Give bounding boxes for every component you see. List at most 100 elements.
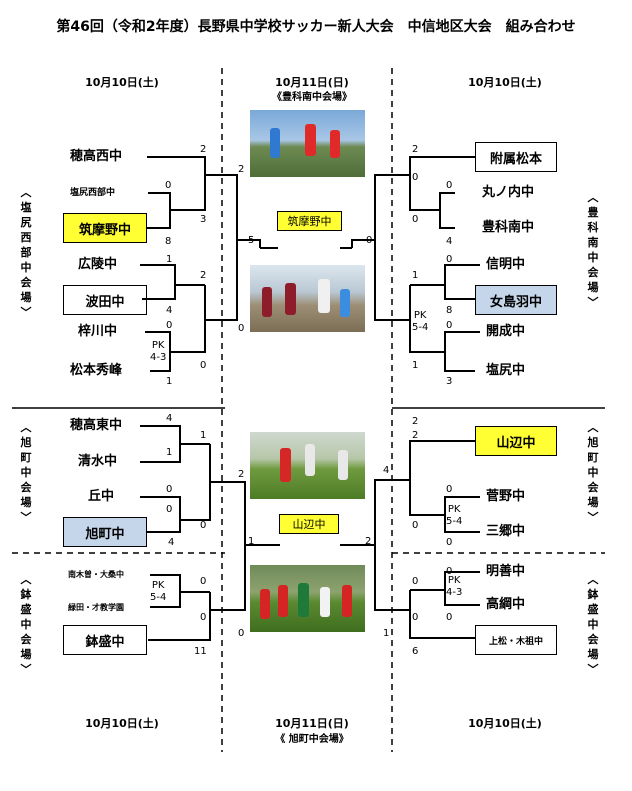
score-left: 5 <box>248 235 255 246</box>
team-right-7: 塩尻中 <box>486 363 526 378</box>
score-left: 1 <box>200 430 207 441</box>
score-right: 0 <box>412 612 419 623</box>
score-left: 0 <box>238 323 245 334</box>
date-bottom-left: 10月10日(土) <box>85 717 159 730</box>
score-right: 4 <box>383 465 390 476</box>
team-right-1: 附属松本 <box>475 142 557 172</box>
score-left: 1 <box>248 536 255 547</box>
date-top-right: 10月10日(土) <box>468 76 542 89</box>
venue-right-middle: ︿旭町中会場﹀ <box>587 421 599 524</box>
team-right-5: 女島羽中 <box>475 285 557 315</box>
score-right: 1 <box>383 628 390 639</box>
score-left: 4 <box>168 537 175 548</box>
score-right: 4 <box>446 236 453 247</box>
score-right: 2 <box>412 416 419 427</box>
team-right-8: 山辺中 <box>475 426 557 456</box>
winner-lower: 山辺中 <box>279 514 339 534</box>
team-right-3: 豊科南中 <box>482 220 535 235</box>
score-left: 4 <box>166 305 173 316</box>
team-left-3: 筑摩野中 <box>63 213 147 243</box>
venue-bottom-center: 《 旭町中会場》 <box>275 734 349 745</box>
score-right: 0 <box>446 180 453 191</box>
venue-left-lower: ︿鉢盛中会場﹀ <box>20 573 32 676</box>
venue-left-upper: ︿塩尻西部中会場﹀ <box>20 186 32 319</box>
score-left: 0 <box>165 180 172 191</box>
score-right: 0 <box>366 235 373 246</box>
score-right: 8 <box>446 305 453 316</box>
score-right: 0 <box>412 172 419 183</box>
team-left-5: 波田中 <box>63 285 147 315</box>
score-right: 0 <box>446 612 453 623</box>
venue-right-lower: ︿鉢盛中会場﹀ <box>587 573 599 676</box>
team-left-11: 旭町中 <box>63 517 147 547</box>
venue-left-middle: ︿旭町中会場﹀ <box>20 421 32 524</box>
score-left: 0 <box>200 360 207 371</box>
team-left-8: 穂高東中 <box>70 418 123 433</box>
score-right: 3 <box>446 376 453 387</box>
date-top-center: 10月11日(日) <box>275 76 349 89</box>
team-left-10: 丘中 <box>88 489 115 504</box>
score-right: 1 <box>412 360 419 371</box>
score-left: 3 <box>200 214 207 225</box>
date-bottom-right: 10月10日(土) <box>468 717 542 730</box>
score-right: 0 <box>412 214 419 225</box>
venue-top-center: 《豊科南中会場》 <box>272 92 352 103</box>
score-left: 8 <box>165 236 172 247</box>
score-right: 0 <box>446 566 453 577</box>
score-right: 0 <box>446 537 453 548</box>
score-left: 2 <box>200 270 207 281</box>
score-left: 1 <box>166 447 173 458</box>
score-right: 2 <box>412 144 419 155</box>
score-left: 11 <box>194 646 207 657</box>
team-right-13: 上松・木祖中 <box>475 625 557 655</box>
winner-upper: 筑摩野中 <box>277 211 342 231</box>
score-right: 0 <box>446 484 453 495</box>
score-left: 0 <box>238 628 245 639</box>
score-right: 1 <box>412 270 419 281</box>
team-right-11: 明善中 <box>486 564 526 579</box>
team-left-2: 塩尻西部中 <box>70 188 116 198</box>
date-top-left: 10月10日(土) <box>85 76 159 89</box>
match-photo-1 <box>250 110 365 177</box>
score-right: 0 <box>446 320 453 331</box>
score-right: 0 <box>412 576 419 587</box>
score-left: 0 <box>166 504 173 515</box>
page-title: 第46回（令和2年度）長野県中学校サッカー新人大会 中信地区大会 組み合わせ <box>56 19 576 35</box>
match-photo-3 <box>250 432 365 499</box>
score-left: 2 <box>365 536 372 547</box>
score-left: 0 <box>166 484 173 495</box>
score-right: 6 <box>412 646 419 657</box>
score-right: 2 <box>412 430 419 441</box>
score-left: 2 <box>200 144 207 155</box>
team-right-2: 丸ノ内中 <box>482 185 535 200</box>
score-left: 4 <box>166 413 173 424</box>
score-left: 1 <box>166 376 173 387</box>
team-right-9: 菅野中 <box>486 489 526 504</box>
team-left-12: 南木曽・大桑中 <box>68 570 124 579</box>
team-left-14: 鉢盛中 <box>63 625 147 655</box>
date-bottom-center: 10月11日(日) <box>275 717 349 730</box>
score-left: 0 <box>200 520 207 531</box>
team-right-12: 高綱中 <box>486 597 526 612</box>
team-left-1: 穂高西中 <box>70 149 123 164</box>
team-left-9: 清水中 <box>78 454 118 469</box>
score-left: 2 <box>238 164 245 175</box>
score-left: 2 <box>238 469 245 480</box>
match-photo-4 <box>250 565 365 632</box>
venue-right-upper: ︿豊科南中会場﹀ <box>587 191 599 309</box>
team-right-6: 開成中 <box>486 324 526 339</box>
score-right: 0 <box>446 254 453 265</box>
team-left-7: 松本秀峰 <box>70 363 123 378</box>
match-photo-2 <box>250 265 365 332</box>
score-left: 0 <box>200 576 207 587</box>
team-right-10: 三郷中 <box>486 524 526 539</box>
team-left-13: 緑田・才教学園 <box>68 603 124 612</box>
score-left: 0 <box>166 320 173 331</box>
score-right: 0 <box>412 520 419 531</box>
